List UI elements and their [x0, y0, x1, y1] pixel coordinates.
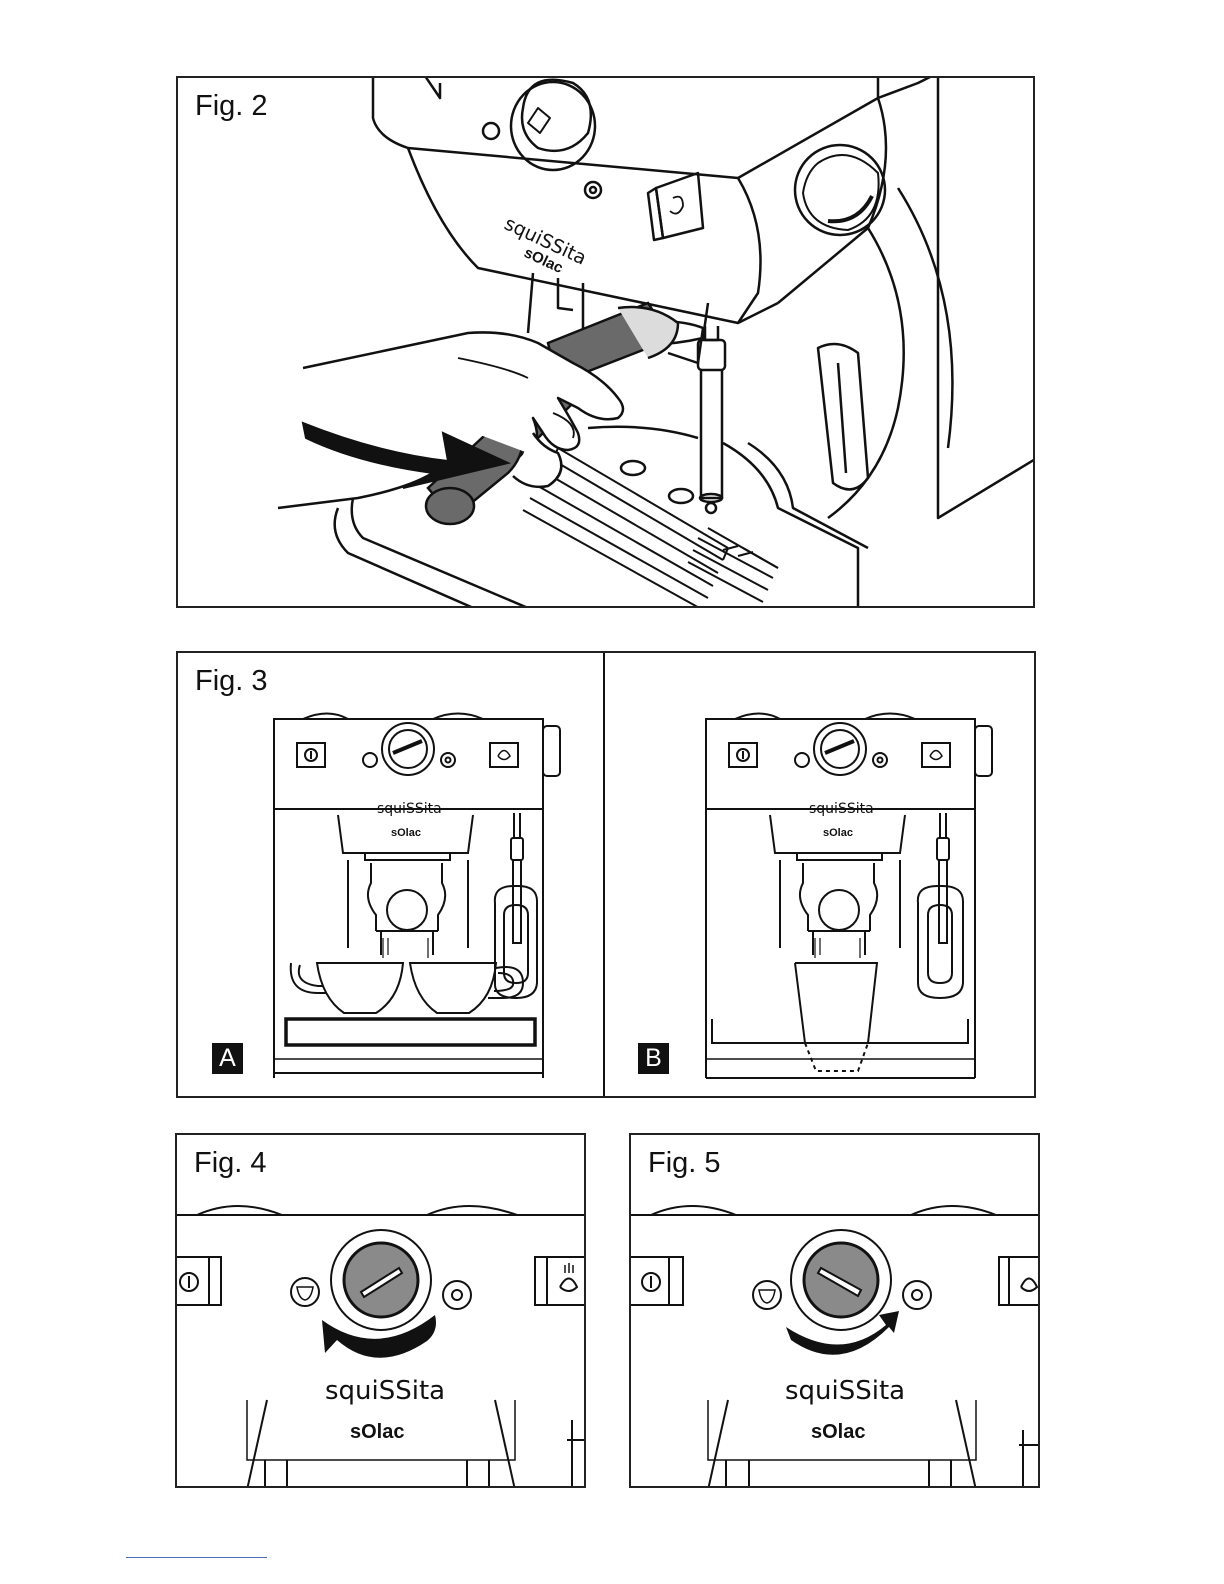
hot-water-icon: [443, 1281, 471, 1309]
steam-valve-icon: [999, 1257, 1040, 1305]
figure-2-panel: Fig. 2: [176, 76, 1035, 608]
steam-valve-icon: [535, 1257, 586, 1305]
figure-5-label: Fig. 5: [648, 1147, 721, 1180]
svg-text:sOlac: sOlac: [391, 827, 421, 839]
figure-4-panel: Fig. 4: [175, 1133, 586, 1488]
footer-link-underline: [126, 1557, 267, 1558]
coffee-cup-icon: [291, 1278, 319, 1306]
machine-front-a: [274, 714, 560, 1079]
hot-water-icon: [903, 1281, 931, 1309]
rotation-arrow-icon: [322, 1315, 436, 1358]
figure-5-panel: Fig. 5: [629, 1133, 1040, 1488]
svg-text:sOlac: sOlac: [350, 1421, 404, 1443]
panel-b-tag: B: [638, 1043, 669, 1074]
figure-5-illustration: squiSSita sOlac: [631, 1135, 1040, 1488]
svg-text:sOlac: sOlac: [823, 827, 853, 839]
figure-3-panel: Fig. 3 A B: [176, 651, 1036, 1098]
figure-2-illustration: squiSSita sOlac: [178, 78, 1035, 608]
figure-4-illustration: squiSSita sOlac: [177, 1135, 586, 1488]
panel-a-brand: squiSSita: [377, 801, 442, 817]
fig4-brand-logo: squiSSita: [325, 1376, 445, 1406]
power-button-icon: [631, 1257, 683, 1305]
power-button-icon: [177, 1257, 221, 1305]
figure-3-label: Fig. 3: [195, 665, 268, 698]
machine-front-b: [706, 714, 992, 1079]
fig5-brand-logo: squiSSita: [785, 1376, 905, 1406]
figure-3-illustration: squiSSita sOlac: [178, 653, 1036, 1098]
coffee-cup-icon: [753, 1281, 781, 1309]
svg-text:squiSSita: squiSSita: [809, 801, 874, 817]
panel-a-tag: A: [212, 1043, 243, 1074]
svg-text:sOlac: sOlac: [811, 1421, 865, 1443]
figure-4-label: Fig. 4: [194, 1147, 267, 1180]
figure-2-label: Fig. 2: [195, 90, 268, 123]
